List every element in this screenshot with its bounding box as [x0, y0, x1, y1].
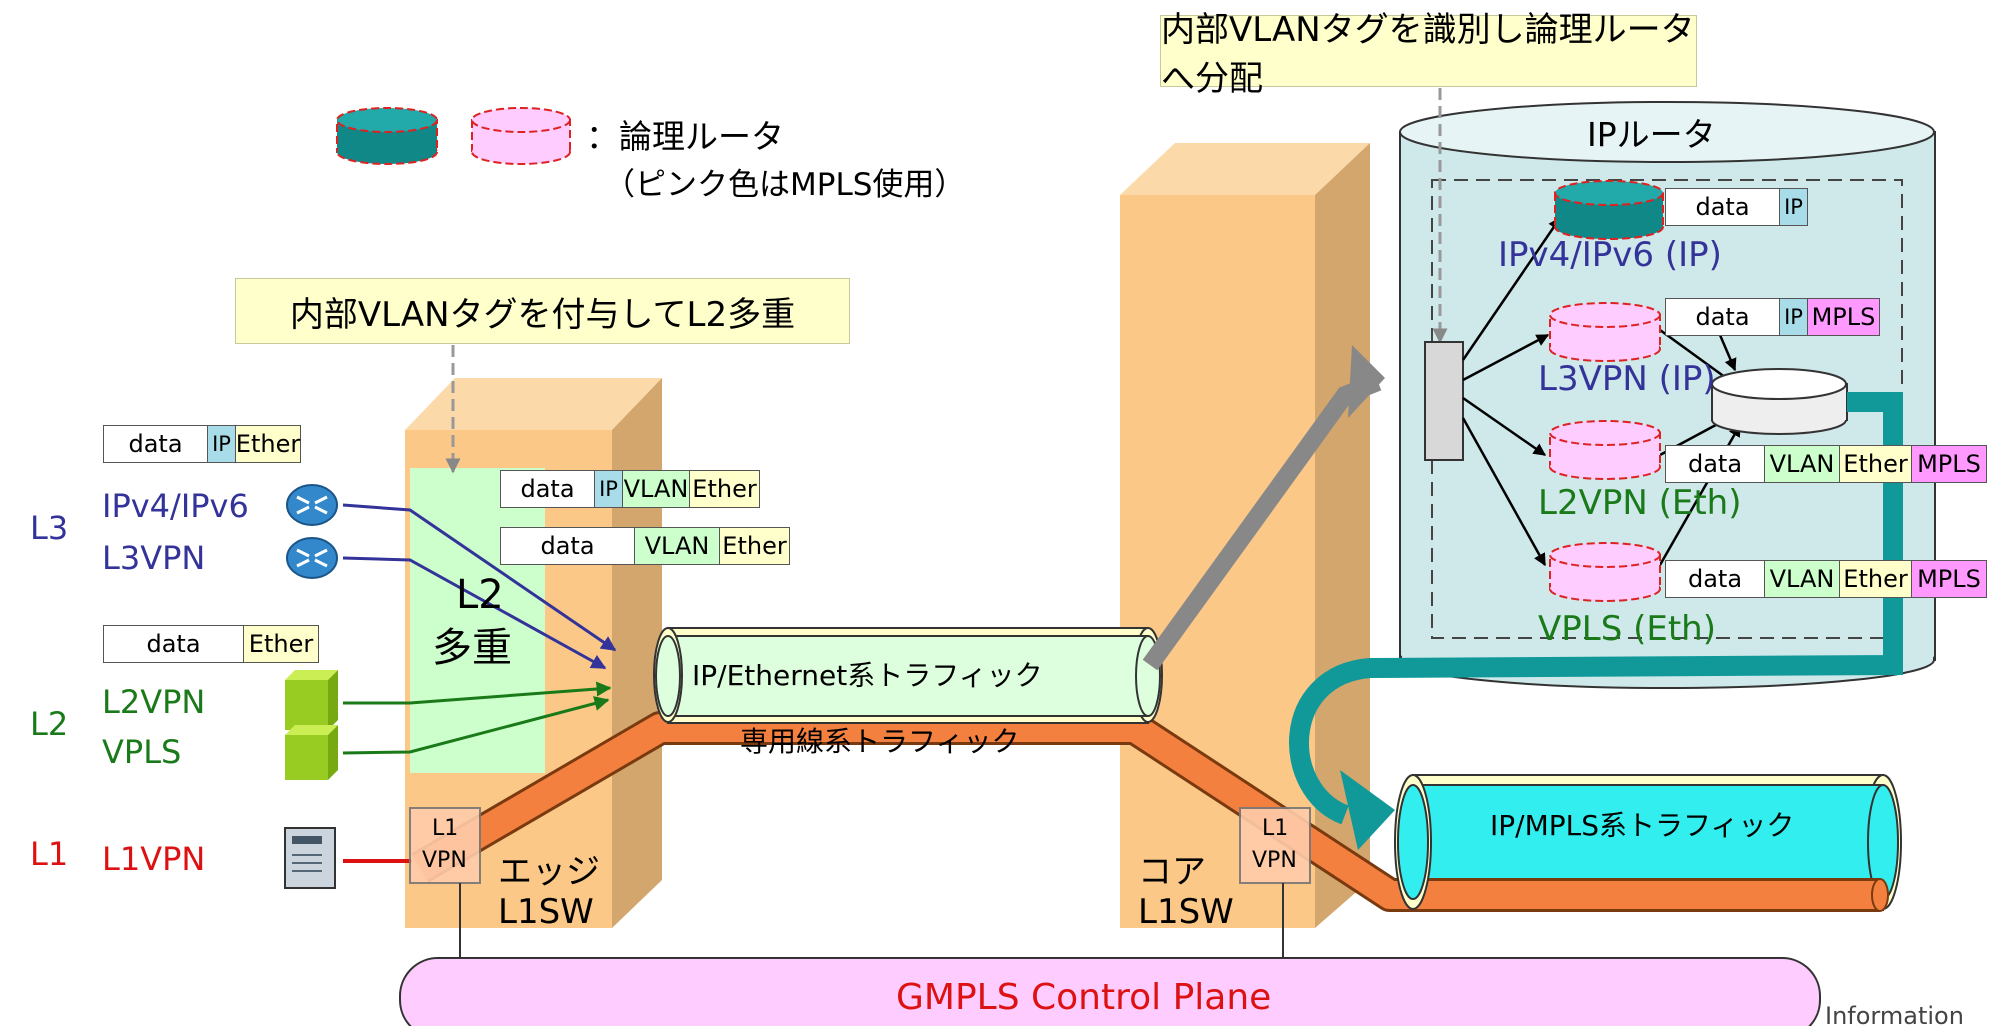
layer-tag-l3: L3 — [30, 509, 69, 547]
l2-mux-label: 多重 — [432, 625, 512, 671]
core-switch-label: コア — [1138, 852, 1206, 892]
legend-note: （ピンク色はMPLS使用） — [604, 167, 966, 203]
packet-field: data — [1665, 188, 1780, 226]
packet-field: VLAN — [1765, 560, 1840, 598]
gmpls-control-plane — [399, 957, 1821, 1026]
packet-field: data — [500, 527, 635, 565]
packet-field: IP — [1780, 188, 1808, 226]
leased-line-tube — [411, 711, 1889, 912]
switch-cube-icon — [285, 725, 338, 780]
edge-switch-label: L1SW — [498, 892, 594, 932]
ip-mpls-tube-front — [1394, 774, 1432, 910]
packet-field: MPLS — [1912, 560, 1987, 598]
packet-router-l3vpn: data IP MPLS — [1665, 298, 1880, 336]
edge-switch-label: エッジ — [498, 852, 600, 892]
mpls-core-router — [1711, 368, 1848, 435]
switch-cube-icon — [285, 670, 338, 730]
legend-label: ：論理ルータ — [586, 117, 784, 156]
core-switch-label: L1SW — [1138, 892, 1234, 932]
logical-router-l2vpn — [1549, 420, 1661, 480]
l2-mux-label: L2 — [456, 572, 504, 618]
service-label: VPLS — [102, 733, 182, 771]
core-l1vpn-label: VPN — [1252, 848, 1297, 873]
leased-line-traffic-label: 専用線系トラフィック — [740, 725, 1020, 758]
packet-field: Ether — [690, 470, 760, 508]
layer-tag-l2: L2 — [30, 705, 69, 743]
packet-field: MPLS — [1912, 445, 1987, 483]
packet-l3-input: data IP Ether — [103, 425, 301, 463]
ip-mpls-traffic-label: IP/MPLS系トラフィック — [1490, 809, 1795, 842]
demux-box — [1424, 341, 1464, 461]
packet-field: Ether — [244, 625, 319, 663]
logical-router-label: L3VPN (IP) — [1538, 359, 1716, 399]
router-to-mpls-tube-arrowhead — [1340, 770, 1395, 850]
service-label: IPv4/IPv6 — [102, 487, 249, 525]
packet-field: data — [1665, 445, 1765, 483]
router-icon — [286, 484, 338, 526]
edge-l1vpn-label: VPN — [422, 848, 467, 873]
packet-router-ipv4: data IP — [1665, 188, 1808, 226]
server-icon — [284, 827, 336, 889]
logical-router-label: L2VPN (Eth) — [1538, 483, 1742, 523]
packet-field: data — [1665, 298, 1780, 336]
packet-field: data — [103, 625, 244, 663]
core-l1vpn-box — [1239, 807, 1311, 884]
router-icon — [286, 537, 338, 579]
packet-field: data — [103, 425, 208, 463]
packet-field: Ether — [1840, 445, 1912, 483]
core-to-router-arrowhead — [1348, 345, 1385, 418]
l2-input-lines — [342, 681, 612, 755]
packet-field: IP — [595, 470, 623, 508]
packet-field: data — [1665, 560, 1765, 598]
ip-ethernet-traffic-label: IP/Ethernet系トラフィック — [692, 659, 1043, 692]
packet-l3vpn-vlan: data VLAN Ether — [500, 527, 790, 565]
service-label: L2VPN — [102, 683, 206, 721]
packet-field: Ether — [1840, 560, 1912, 598]
router-title: IPルータ — [1587, 115, 1716, 154]
packet-field: IP — [1780, 298, 1808, 336]
layer-tag-l1: L1 — [30, 835, 69, 873]
packet-field: VLAN — [635, 527, 720, 565]
logical-router-label: IPv4/IPv6 (IP) — [1498, 235, 1722, 275]
packet-router-l2vpn: data VLAN Ether MPLS — [1665, 445, 1987, 483]
control-plane-label: GMPLS Control Plane — [896, 977, 1272, 1018]
packet-field: Ether — [236, 425, 301, 463]
router-to-mpls-tube-link — [1289, 392, 1903, 825]
edge-l1vpn-label: L1 — [432, 816, 459, 841]
logical-router-l3vpn — [1549, 302, 1661, 362]
packet-field: VLAN — [1765, 445, 1840, 483]
logical-router-vpls — [1549, 542, 1661, 602]
router-callout: 内部VLANタグを識別し論理ルータへ分配 — [1160, 10, 1697, 99]
l3-input-lines — [342, 503, 617, 670]
packet-field: data — [500, 470, 595, 508]
edge-callout: 内部VLANタグを付与してL2多重 — [235, 278, 850, 344]
packet-router-vpls: data VLAN Ether MPLS — [1665, 560, 1987, 598]
footer-text: Information — [1825, 1002, 1964, 1030]
legend-router-pink — [471, 107, 571, 165]
packet-l2-input: data Ether — [103, 625, 319, 663]
packet-field: Ether — [720, 527, 790, 565]
service-label: L3VPN — [102, 539, 206, 577]
packet-field: VLAN — [623, 470, 690, 508]
logical-router-label: VPLS (Eth) — [1538, 609, 1716, 649]
service-label: L1VPN — [102, 840, 206, 878]
legend-router-teal — [336, 107, 438, 165]
core-l1vpn-label: L1 — [1262, 816, 1289, 841]
packet-field: IP — [208, 425, 236, 463]
logical-router-ipv4 — [1554, 180, 1664, 240]
packet-l3-vlan: data IP VLAN Ether — [500, 470, 760, 508]
packet-field: MPLS — [1808, 298, 1880, 336]
edge-l1vpn-box — [409, 807, 481, 884]
ip-ethernet-tube — [653, 627, 1163, 724]
